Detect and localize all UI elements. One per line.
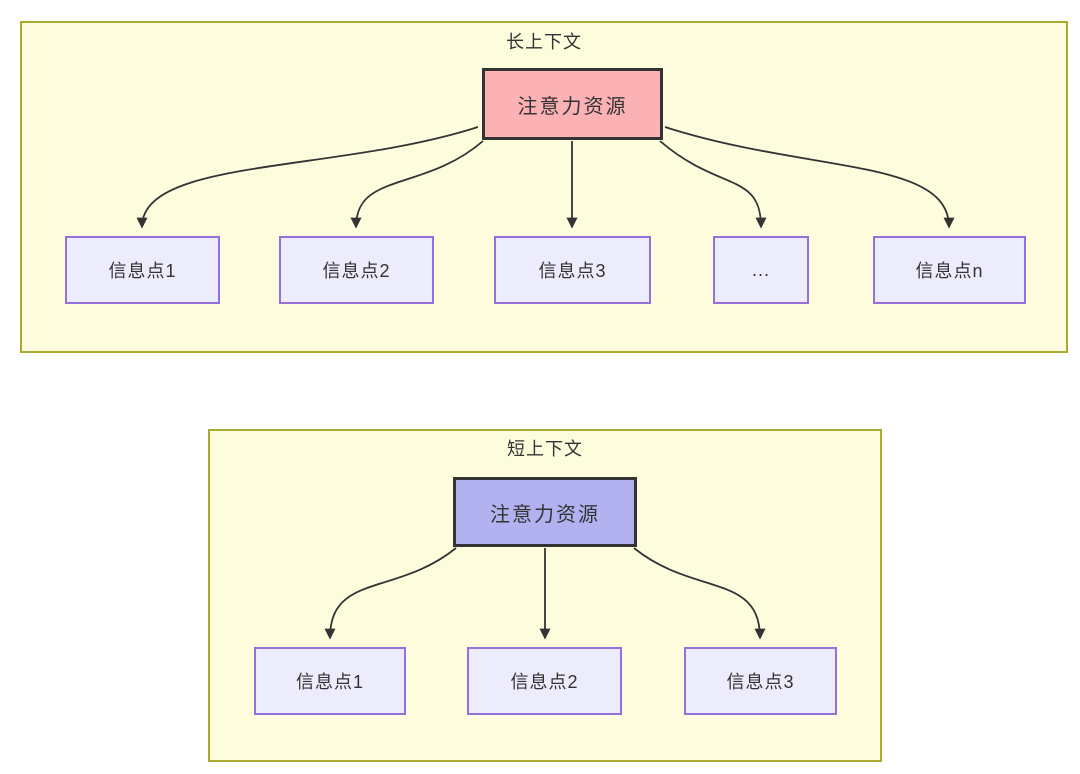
info-node-short-3: 信息点3 [684,647,837,715]
info-node-long-2: 信息点2 [279,236,434,304]
info-node-short-2: 信息点2 [467,647,622,715]
panel-short-title: 短上下文 [507,439,583,459]
info-node-long-n: 信息点n [873,236,1026,304]
info-node-long-ellipsis: ... [713,236,809,304]
attention-node-long: 注意力资源 [482,68,663,140]
info-node-short-1: 信息点1 [254,647,406,715]
attention-node-short: 注意力资源 [453,477,637,547]
info-node-long-1: 信息点1 [65,236,220,304]
panel-long-title: 长上下文 [506,32,582,52]
info-node-long-3: 信息点3 [494,236,651,304]
